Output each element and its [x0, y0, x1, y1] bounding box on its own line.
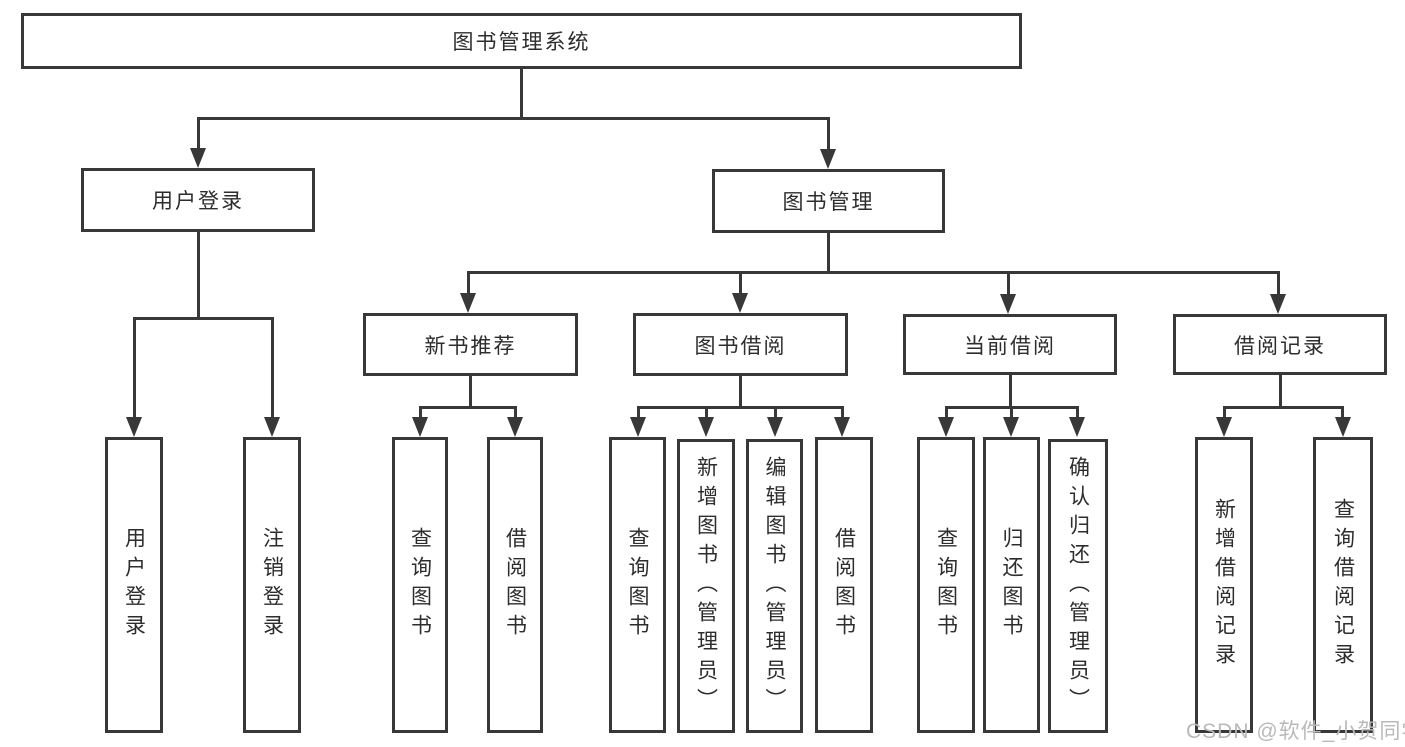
- connector-line: [197, 232, 200, 319]
- arrow-down-icon: [732, 293, 748, 313]
- node-book-borrow: 图书借阅: [633, 313, 848, 376]
- leaf-edit-books-admin: 编辑图书（管理员）: [746, 439, 803, 733]
- leaf-user-login: 用户登录: [105, 437, 163, 733]
- arrow-down-icon: [507, 417, 523, 437]
- arrow-down-icon: [190, 148, 206, 168]
- arrow-down-icon: [264, 417, 280, 437]
- connector-line: [133, 317, 274, 320]
- leaf-borrow-books: 借阅图书: [815, 437, 873, 733]
- connector-line: [419, 406, 422, 419]
- node-root-system: 图书管理系统: [21, 13, 1022, 69]
- arrow-down-icon: [1270, 294, 1286, 314]
- node-user-login: 用户登录: [81, 168, 315, 232]
- connector-line: [637, 406, 640, 419]
- connector-line: [739, 271, 742, 297]
- connector-line: [133, 317, 136, 419]
- connector-line: [514, 406, 517, 419]
- connector-line: [1007, 271, 1010, 297]
- arrow-down-icon: [630, 417, 646, 437]
- connector-line: [467, 271, 470, 297]
- connector-line: [739, 376, 742, 408]
- leaf-borrow-query-books: 查询图书: [609, 437, 666, 733]
- leaf-query-borrow-record: 查询借阅记录: [1313, 437, 1373, 733]
- connector-line: [1223, 406, 1226, 419]
- arrow-down-icon: [1216, 417, 1232, 437]
- connector-line: [419, 406, 517, 409]
- connector-line: [1009, 375, 1012, 408]
- connector-line: [271, 317, 274, 419]
- connector-line: [841, 406, 844, 419]
- leaf-return-books: 归还图书: [983, 437, 1040, 733]
- arrow-down-icon: [834, 417, 850, 437]
- connector-line: [945, 406, 948, 419]
- connector-line: [1223, 406, 1344, 409]
- node-book-management: 图书管理: [712, 169, 945, 233]
- connector-line: [1279, 375, 1282, 408]
- connector-line: [1010, 406, 1013, 419]
- leaf-recommend-borrow-books: 借阅图书: [487, 437, 543, 733]
- arrow-down-icon: [1000, 294, 1016, 314]
- arrow-down-icon: [1069, 417, 1085, 437]
- node-new-book-recommend: 新书推荐: [363, 313, 578, 376]
- arrow-down-icon: [938, 417, 954, 437]
- connector-line: [197, 117, 829, 120]
- connector-line: [520, 69, 523, 118]
- connector-line: [705, 406, 708, 419]
- node-borrow-records: 借阅记录: [1173, 314, 1387, 375]
- connector-line: [637, 406, 844, 409]
- connector-line: [467, 271, 1279, 274]
- leaf-add-books-admin: 新增图书（管理员）: [677, 439, 735, 733]
- leaf-current-query-books: 查询图书: [917, 437, 975, 733]
- arrow-down-icon: [1003, 417, 1019, 437]
- arrow-down-icon: [698, 417, 714, 437]
- connector-line: [827, 117, 830, 152]
- csdn-watermark: CSDN @软件_小贺同学: [1186, 720, 1405, 743]
- arrow-down-icon: [126, 417, 142, 437]
- connector-line: [774, 406, 777, 419]
- connector-line: [1076, 406, 1079, 419]
- node-current-borrow: 当前借阅: [903, 314, 1117, 375]
- arrow-down-icon: [1335, 417, 1351, 437]
- leaf-confirm-return-admin: 确认归还（管理员）: [1048, 439, 1108, 733]
- leaf-add-borrow-record: 新增借阅记录: [1195, 437, 1253, 733]
- arrow-down-icon: [767, 417, 783, 437]
- connector-line: [1341, 406, 1344, 419]
- arrow-down-icon: [412, 417, 428, 437]
- connector-line: [197, 117, 200, 152]
- arrow-down-icon: [460, 293, 476, 313]
- leaf-recommend-query-books: 查询图书: [392, 437, 448, 733]
- connector-line: [827, 233, 830, 273]
- leaf-logout: 注销登录: [243, 437, 301, 733]
- connector-line: [469, 376, 472, 408]
- connector-line: [1277, 271, 1280, 297]
- arrow-down-icon: [820, 149, 836, 169]
